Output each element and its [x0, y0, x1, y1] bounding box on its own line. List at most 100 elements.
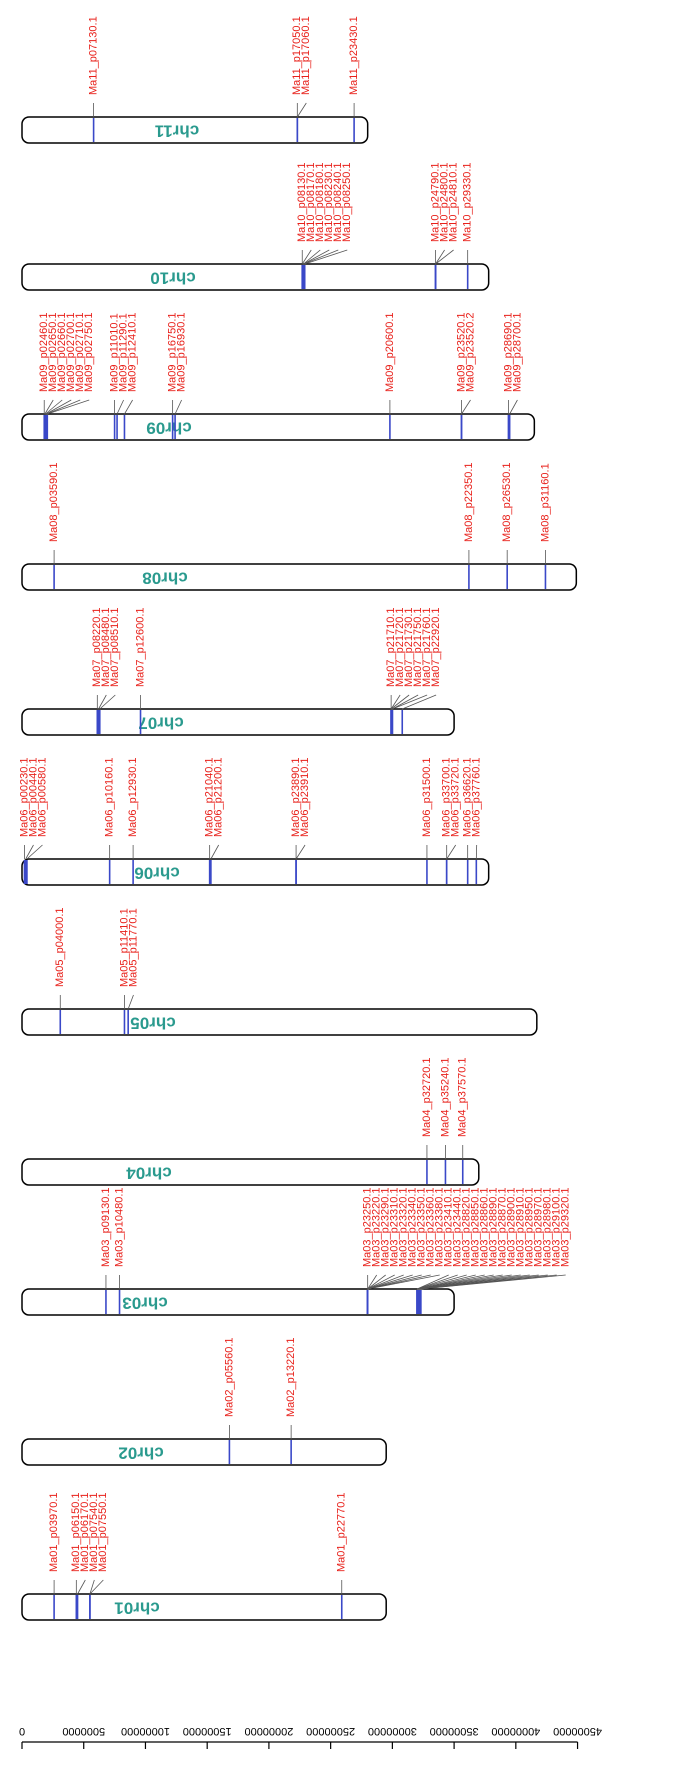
gene-connector: [174, 399, 182, 415]
gene-label: Ma05_p04000.1: [54, 907, 66, 987]
gene-connector: [367, 1274, 404, 1290]
gene-label: Ma06_p21040.1: [204, 757, 216, 837]
gene-label: Ma06_p00230.1: [18, 757, 30, 837]
gene-label: Ma11_p07130.1: [88, 16, 100, 95]
gene-label: Ma03_p28860.1: [479, 1187, 491, 1267]
gene-connector: [435, 249, 445, 265]
gene-connector: [296, 102, 307, 118]
gene-label: Ma04_p32720.1: [421, 1057, 433, 1137]
gene-label: Ma03_p23250.1: [362, 1187, 374, 1267]
gene-label: Ma09_p16750.1: [167, 312, 179, 392]
gene-label: Ma06_p33700.1: [441, 757, 453, 837]
gene-label: Ma11_p23430.1: [348, 16, 360, 95]
gene-label: Ma09_p11010.1: [108, 313, 120, 392]
chromosome-label: chr04: [126, 1164, 172, 1183]
gene-label: Ma03_p23220.1: [371, 1187, 383, 1267]
gene-label: Ma10_p08250.1: [341, 162, 353, 242]
gene-label: Ma03_p29100.1: [551, 1187, 563, 1267]
gene-label: Ma07_p08220.1: [91, 607, 103, 687]
scale-tick-label: 15000000: [183, 1725, 232, 1737]
chromosome-bar: [21, 1008, 538, 1036]
chromosome-chr10: chr10Ma10_p08130.1Ma10_p08170.1Ma10_p081…: [21, 162, 490, 291]
gene-label: Ma01_p06170.1: [79, 1492, 91, 1572]
gene-label: Ma08_p22350.1: [463, 462, 475, 542]
chromosome-bar: [21, 858, 490, 886]
gene-connector: [416, 1274, 458, 1290]
gene-label: Ma09_p02660.1: [56, 312, 68, 392]
gene-connector: [127, 994, 134, 1010]
chromosome-label: chr11: [155, 122, 199, 141]
chromosome-chr09: chr09Ma09_p02460.1Ma09_p02650.1Ma09_p026…: [21, 312, 536, 441]
gene-label: Ma04_p35240.1: [439, 1057, 451, 1137]
gene-connector: [301, 249, 312, 265]
gene-connector: [303, 249, 339, 265]
gene-label: Ma09_p23520.1: [455, 312, 467, 392]
gene-label: Ma10_p24790.1: [429, 162, 441, 242]
chromosome-label: chr06: [134, 864, 179, 883]
gene-label: Ma11_p17050.1: [291, 16, 303, 95]
gene-connector: [25, 844, 34, 860]
gene-label: Ma03_p28970.1: [533, 1187, 545, 1267]
gene-label: Ma04_p37570.1: [457, 1057, 469, 1137]
gene-label: Ma10_p29330.1: [462, 162, 474, 242]
scale-tick-label: 30000000: [368, 1725, 417, 1737]
gene-label: Ma07_p22920.1: [430, 607, 442, 687]
gene-label: Ma09_p02460.1: [38, 312, 50, 392]
gene-label: Ma08_p31160.1: [539, 463, 551, 542]
scale-tick-label: 5000000: [62, 1725, 105, 1737]
chromosome-bar: [21, 1288, 455, 1316]
gene-label: Ma06_p36620.1: [462, 757, 474, 837]
gene-connector: [420, 1274, 566, 1290]
chromosome-bar: [21, 116, 369, 144]
chromosome-bar: [21, 563, 578, 591]
gene-label: Ma03_p10480.1: [113, 1187, 125, 1267]
gene-label: Ma09_p11290.1: [117, 313, 129, 392]
gene-connector: [45, 399, 72, 415]
gene-connector: [295, 844, 306, 860]
gene-label: Ma10_p08170.1: [305, 162, 317, 242]
chromosome-label: chr05: [130, 1014, 175, 1033]
gene-label: Ma07_p21710.1: [385, 607, 397, 687]
gene-label: Ma03_p23320.1: [398, 1187, 410, 1267]
chromosome-bar: [21, 1593, 387, 1621]
gene-label: Ma06_p23910.1: [299, 757, 311, 837]
chromosome-bar: [21, 263, 490, 291]
gene-label: Ma03_p28950.1: [524, 1187, 536, 1267]
gene-label: Ma01_p06150.1: [70, 1492, 82, 1572]
gene-connector: [367, 1274, 395, 1290]
gene-label: Ma10_p24800.1: [438, 162, 450, 242]
gene-label: Ma06_p00580.1: [36, 757, 48, 837]
chromosome-chr06: chr06 Ma06_p00230.1Ma06_p00440.1Ma06_p005…: [18, 757, 490, 886]
gene-connector: [303, 249, 330, 265]
gene-connector: [77, 1579, 86, 1595]
gene-label: Ma07_p21750.1: [412, 607, 424, 687]
gene-label: Ma03_p28870.1: [497, 1187, 509, 1267]
chromosome-chr11: chr11 Ma11_p07130.1 Ma11_p17050.1Ma11_p170…: [21, 16, 369, 144]
chromosome-label: chr09: [146, 419, 191, 438]
chromosome-bar: [21, 1158, 480, 1186]
gene-label: Ma01_p07550.1: [97, 1492, 109, 1572]
gene-connector: [446, 844, 457, 860]
gene-label: Ma09_p02750.1: [83, 312, 95, 392]
gene-label: Ma06_p00440.1: [27, 757, 39, 837]
chromosome-label: chr03: [122, 1294, 167, 1313]
gene-label: Ma03_p23340.1: [407, 1187, 419, 1267]
gene-label: Ma10_p08230.1: [323, 162, 335, 242]
gene-label: Ma06_p31500.1: [421, 757, 433, 837]
gene-label: Ma03_p23440.1: [452, 1187, 464, 1267]
gene-connector: [392, 694, 419, 710]
gene-label: Ma01_p03970.1: [48, 1492, 60, 1572]
gene-connector: [46, 399, 81, 415]
gene-label: Ma01_p07540.1: [88, 1492, 100, 1572]
scale-tick-label: 40000000: [491, 1725, 540, 1737]
gene-connector: [45, 399, 63, 415]
chromosome-chr07: chr07Ma07_p08220.1Ma07_p08480.1Ma07_p085…: [21, 607, 455, 736]
gene-label: Ma09_p12410.1: [126, 312, 138, 392]
gene-label: Ma11_p17060.1: [300, 16, 312, 95]
chromosome-label: chr10: [150, 269, 195, 288]
gene-label: Ma09_p20600.1: [384, 312, 396, 392]
